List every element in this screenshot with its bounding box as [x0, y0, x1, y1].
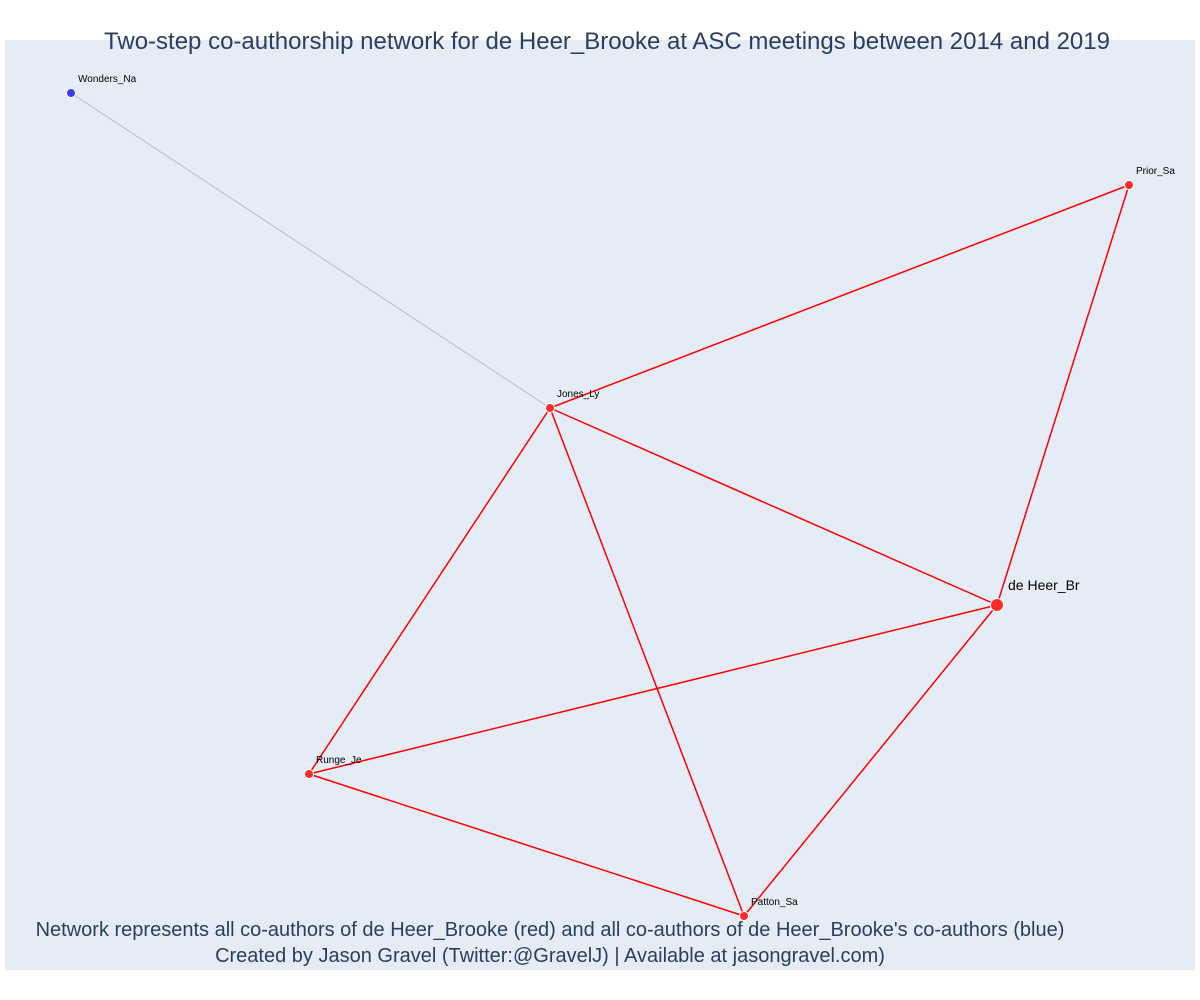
node-label-patton: Patton_Sa — [751, 897, 798, 908]
node-marker-deheer[interactable] — [990, 598, 1004, 612]
node-deheer[interactable]: de Heer_Br — [990, 577, 1080, 612]
node-marker-patton[interactable] — [739, 911, 749, 921]
node-prior[interactable]: Prior_Sa — [1124, 166, 1176, 190]
node-label-deheer: de Heer_Br — [1008, 577, 1080, 593]
node-marker-wonders[interactable] — [66, 88, 76, 98]
edge-wonders-jones — [70, 92, 551, 409]
node-label-prior: Prior_Sa — [1136, 166, 1175, 177]
edge-runge-deheer — [308, 604, 998, 775]
edge-patton-deheer — [743, 604, 998, 917]
node-label-wonders: Wonders_Na — [78, 74, 137, 85]
edge-jones-patton — [549, 407, 745, 917]
edge-jones-runge — [308, 407, 551, 775]
node-marker-prior[interactable] — [1124, 180, 1134, 190]
edge-jones-prior — [549, 184, 1130, 409]
chart-title: Two-step co-authorship network for de He… — [104, 28, 1110, 55]
footer-caption: Network represents all co-authors of de … — [0, 917, 1100, 969]
node-marker-jones[interactable] — [545, 403, 555, 413]
node-label-runge: Runge_Je — [316, 755, 362, 766]
node-jones[interactable]: Jones_Ly — [545, 389, 600, 413]
plot-background — [5, 40, 1195, 970]
edge-jones-deheer — [549, 407, 998, 606]
node-wonders[interactable]: Wonders_Na — [66, 74, 137, 98]
node-label-jones: Jones_Ly — [557, 389, 599, 400]
footer-description: Network represents all co-authors of de … — [35, 919, 1065, 941]
edges-layer — [70, 92, 1130, 917]
node-patton[interactable]: Patton_Sa — [739, 897, 799, 921]
footer-credit: Created by Jason Gravel (Twitter:@Gravel… — [215, 945, 885, 967]
node-marker-runge[interactable] — [304, 769, 314, 779]
node-runge[interactable]: Runge_Je — [304, 755, 363, 779]
edge-runge-patton — [308, 773, 745, 917]
edge-prior-deheer — [996, 184, 1130, 606]
